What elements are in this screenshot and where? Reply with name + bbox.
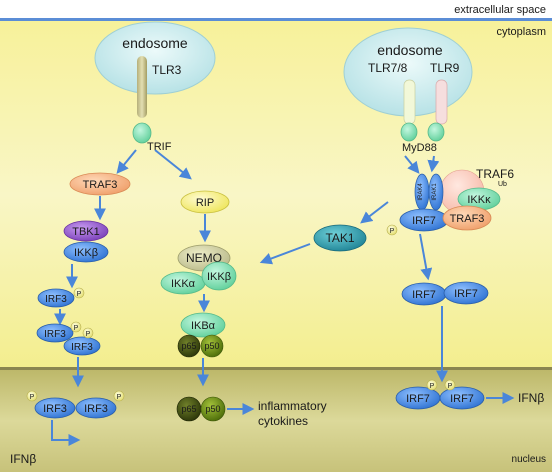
rip-protein xyxy=(180,190,230,214)
tak1-label: TAK1 xyxy=(325,231,354,245)
plasma-membrane xyxy=(0,18,552,21)
ikk-kappa-label: IKKκ xyxy=(467,194,491,206)
irf3-monomer xyxy=(37,288,75,308)
ikk-beta-middle-label: IKKβ xyxy=(207,271,231,283)
nuclear-p50-label: p50 xyxy=(205,404,220,414)
irf3-dimer-a-label: IRF3 xyxy=(44,329,66,340)
myd88-b xyxy=(427,122,445,142)
ikb-alpha xyxy=(180,312,226,338)
phospho-label: P xyxy=(117,394,122,401)
ikb-alpha-label: IKBα xyxy=(191,320,216,332)
ikk-beta-left-label: IKKβ xyxy=(74,247,98,259)
irak1 xyxy=(428,173,444,211)
extracellular-label: extracellular space xyxy=(454,4,546,16)
traf3-right xyxy=(442,205,492,231)
irf3-dimer-b-label: IRF3 xyxy=(71,342,93,353)
phospho-label: P xyxy=(448,383,453,390)
irf3-dimer-b xyxy=(63,336,101,356)
arrow-tak1-ikk xyxy=(259,243,311,265)
phospho-icon xyxy=(113,390,125,402)
phospho-icon xyxy=(73,287,85,299)
myd88-label: MyD88 xyxy=(402,142,437,154)
tlr3-receptor xyxy=(137,56,147,118)
ifnb-left-label: IFNβ xyxy=(10,452,36,466)
p65-label: p65 xyxy=(181,341,196,351)
ikk-alpha-label: IKKα xyxy=(171,278,196,290)
nuclear-p50 xyxy=(200,396,226,422)
phospho-icon xyxy=(386,224,398,236)
tlr78-receptor xyxy=(403,79,416,125)
nuclear-p65-label: p65 xyxy=(181,404,196,414)
phospho-icon xyxy=(444,379,456,391)
irak1-label: IRAK1 xyxy=(432,183,438,201)
traf3-right-label: TRAF3 xyxy=(450,213,485,225)
arrow-trif-traf3 xyxy=(116,149,137,174)
p65-protein xyxy=(177,334,201,358)
tlr9-label: TLR9 xyxy=(430,61,460,75)
left-endosome xyxy=(94,21,216,95)
tak1-protein xyxy=(313,224,367,252)
phospho-icon xyxy=(426,379,438,391)
nuclear-irf3-a-label: IRF3 xyxy=(43,403,67,415)
arrow-irf7-dimer xyxy=(419,233,433,281)
irf3-monomer-label: IRF3 xyxy=(45,294,67,305)
traf6-label: TRAF6 xyxy=(476,167,514,181)
nuclear-envelope xyxy=(0,367,552,370)
nuclear-irf7-a-label: IRF7 xyxy=(406,393,430,405)
ikk-beta-left xyxy=(63,241,109,263)
extracellular-region xyxy=(0,0,552,18)
tlr78-label: TLR7/8 xyxy=(368,61,408,75)
p50-label: p50 xyxy=(204,341,219,351)
phospho-icon xyxy=(70,321,82,333)
irf7-complex-label: IRF7 xyxy=(412,215,436,227)
arrow-myd88-irak-a xyxy=(404,155,420,174)
arrow-trif-rip xyxy=(154,149,192,180)
ikk-beta-middle xyxy=(201,261,237,291)
phospho-label: P xyxy=(30,394,35,401)
nuclear-irf7-b xyxy=(439,386,485,410)
nuclear-irf3-b xyxy=(75,397,117,419)
phospho-label: P xyxy=(390,228,395,235)
phospho-label: P xyxy=(74,325,79,332)
cytoplasm-label: cytoplasm xyxy=(496,26,546,38)
nuclear-irf3-a xyxy=(34,397,76,419)
irf7-dimer-b-label: IRF7 xyxy=(454,288,478,300)
arrow-irf3-ifnb xyxy=(51,420,81,446)
rip-label: RIP xyxy=(196,197,214,209)
left-endosome-label: endosome xyxy=(122,35,188,51)
trif-protein xyxy=(132,122,152,144)
phospho-label: P xyxy=(430,383,435,390)
arrow-myd88-irak-b xyxy=(427,155,440,173)
myd88-a xyxy=(400,122,418,142)
tlr9-receptor xyxy=(435,79,448,125)
phospho-icon xyxy=(26,390,38,402)
tlr3-label: TLR3 xyxy=(152,63,182,77)
phospho-label: P xyxy=(86,331,91,338)
irf3-dimer-a xyxy=(36,323,74,343)
nuclear-irf7-b-label: IRF7 xyxy=(450,393,474,405)
irak4-label: IRAK4 xyxy=(418,183,424,201)
irf7-dimer-a-label: IRF7 xyxy=(412,289,436,301)
irf7-dimer-b xyxy=(443,281,489,305)
ub-label: Ub xyxy=(498,181,507,188)
nucleus-label: nucleus xyxy=(512,454,546,465)
phospho-label: P xyxy=(77,291,82,298)
traf3-left xyxy=(69,172,131,196)
cytokines-label-line1: inflammatory xyxy=(258,399,327,413)
traf3-left-label: TRAF3 xyxy=(83,179,118,191)
nemo-label: NEMO xyxy=(186,251,222,265)
tbk1 xyxy=(63,220,109,242)
trif-label: TRIF xyxy=(147,141,172,153)
ifnb-right-label: IFNβ xyxy=(518,391,544,405)
nuclear-irf3-b-label: IRF3 xyxy=(84,403,108,415)
cytokines-label-line2: cytokines xyxy=(258,414,308,428)
tbk1-label: TBK1 xyxy=(72,226,100,238)
phospho-icon xyxy=(82,327,94,339)
arrow-traf6-tak1 xyxy=(360,201,389,224)
right-endosome-label: endosome xyxy=(377,42,443,58)
p50-protein xyxy=(200,334,224,358)
